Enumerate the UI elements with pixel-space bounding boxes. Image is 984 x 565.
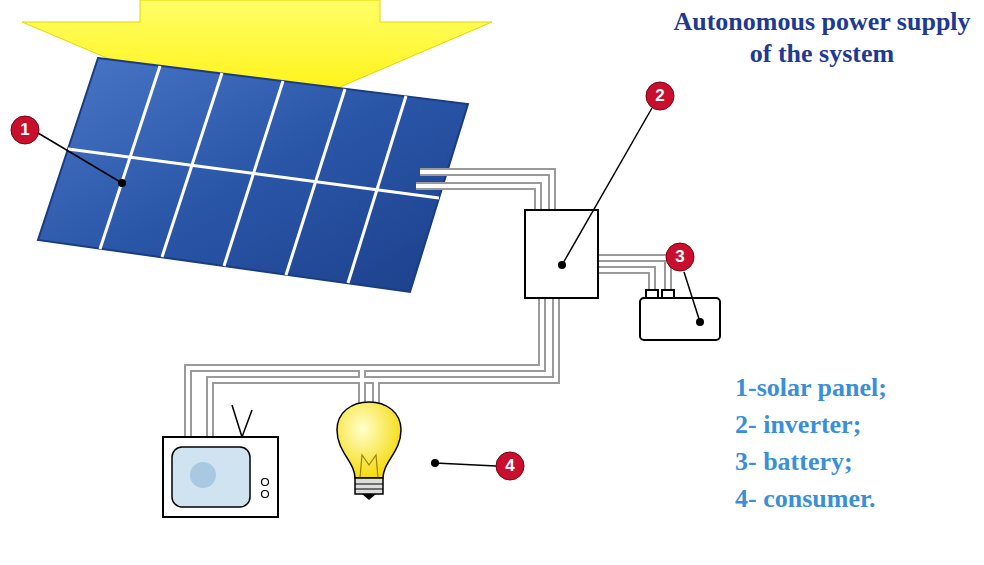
callout-number: 3 xyxy=(666,243,694,271)
wires xyxy=(188,172,668,437)
part-key-text: 1-solar panel; xyxy=(735,373,887,403)
inverter-box xyxy=(525,210,598,298)
leader-lines xyxy=(38,108,700,466)
part-key-text: 4- consumer. xyxy=(735,484,876,514)
leader-dots xyxy=(118,179,704,467)
callout-number: 4 xyxy=(496,452,524,480)
solar-panel xyxy=(38,58,468,292)
diagram-title: Autonomous power supply of the system xyxy=(672,6,972,70)
light-bulb-consumer xyxy=(337,402,401,500)
battery xyxy=(640,290,720,340)
tv-consumer xyxy=(163,405,278,517)
callout-number: 1 xyxy=(11,116,39,144)
part-key-text: 2- inverter; xyxy=(735,410,861,440)
callout-number: 2 xyxy=(646,82,674,110)
callout-circles xyxy=(11,82,694,480)
part-key-text: 3- battery; xyxy=(735,447,853,477)
